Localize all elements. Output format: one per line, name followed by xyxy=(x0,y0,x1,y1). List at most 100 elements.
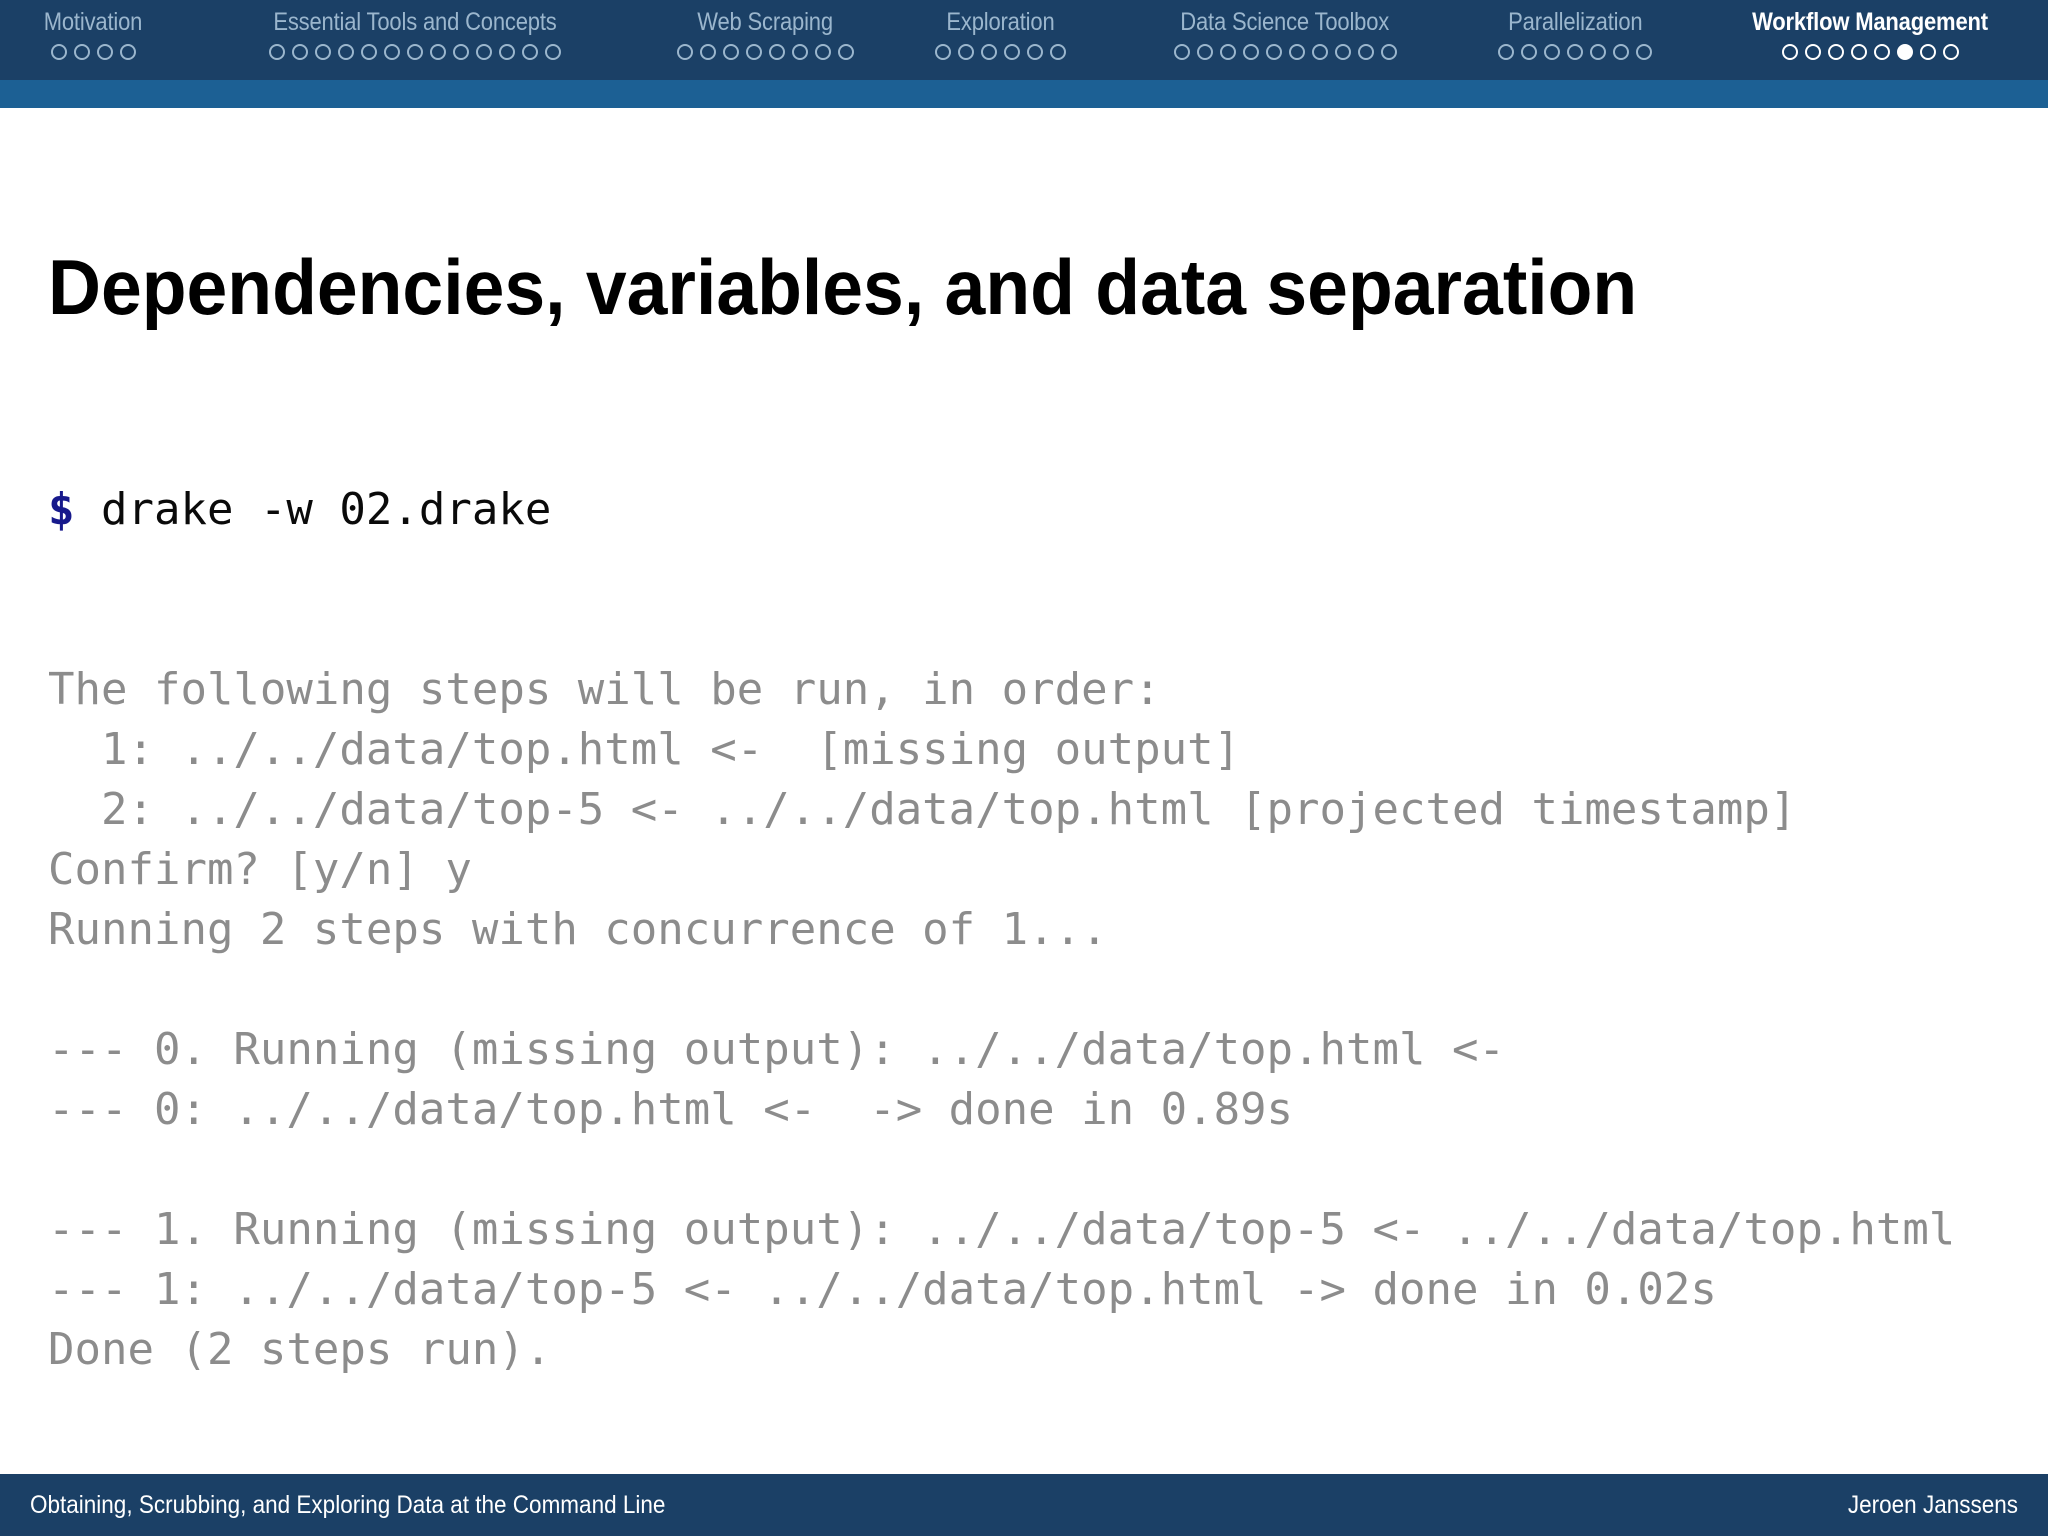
slide-dot-icon[interactable] xyxy=(1498,44,1514,60)
nav-section-label: Parallelization xyxy=(1507,8,1643,36)
slide-dot-icon[interactable] xyxy=(957,44,974,60)
slide-dot-icon[interactable] xyxy=(1521,44,1537,60)
nav-section-essential-tools-and-concepts[interactable]: Essential Tools and Concepts xyxy=(190,0,640,60)
slide-dot-icon[interactable] xyxy=(1613,44,1629,60)
slide-dot-icon[interactable] xyxy=(269,44,285,60)
nav-section-dots xyxy=(1781,44,1959,60)
slide-dot-icon[interactable] xyxy=(407,44,423,60)
slide-dot-icon[interactable] xyxy=(1242,44,1259,60)
slide-dot-icon[interactable] xyxy=(768,44,785,60)
terminal-output-line: The following steps will be run, in orde… xyxy=(48,664,1161,715)
footer-author: Jeroen Janssens xyxy=(1847,1490,2018,1519)
slide-dot-icon[interactable] xyxy=(453,44,469,60)
slide-dot-icon[interactable] xyxy=(1942,44,1959,60)
slide-dot-icon[interactable] xyxy=(545,44,561,60)
terminal-output-line: --- 1. Running (missing output): ../../d… xyxy=(48,1204,1956,1255)
slide-dot-icon[interactable] xyxy=(699,44,716,60)
slide-dot-icon[interactable] xyxy=(1590,44,1606,60)
slide-title: Dependencies, variables, and data separa… xyxy=(48,243,1638,332)
footer-book-title: Obtaining, Scrubbing, and Exploring Data… xyxy=(30,1490,666,1519)
nav-section-data-science-toolbox[interactable]: Data Science Toolbox xyxy=(1135,0,1435,60)
terminal-command-value: drake -w 02.drake xyxy=(101,484,552,535)
slide-dot-icon[interactable] xyxy=(1781,44,1798,60)
slide-dot-icon[interactable] xyxy=(1173,44,1190,60)
slide-dot-icon[interactable] xyxy=(676,44,693,60)
terminal-command-line: $ drake -w 02.drake xyxy=(48,480,2048,540)
slide-dot-icon[interactable] xyxy=(338,44,354,60)
slide-dot-icon[interactable] xyxy=(1026,44,1043,60)
terminal-command-text xyxy=(75,484,102,535)
slide-dot-icon[interactable] xyxy=(1334,44,1351,60)
slide-dot-current-icon[interactable] xyxy=(1896,44,1913,60)
slide-dot-icon[interactable] xyxy=(50,44,67,60)
slide-dot-icon[interactable] xyxy=(1196,44,1213,60)
nav-section-dots xyxy=(676,44,854,60)
terminal-output-line: --- 0: ../../data/top.html <- -> done in… xyxy=(48,1084,1294,1135)
nav-section-label: Workflow Management xyxy=(1752,8,1988,36)
slide-dot-icon[interactable] xyxy=(1380,44,1397,60)
slide-dot-icon[interactable] xyxy=(1804,44,1821,60)
slide-dot-icon[interactable] xyxy=(119,44,136,60)
terminal-output-line: Done (2 steps run). xyxy=(48,1324,552,1375)
slide-dot-icon[interactable] xyxy=(1827,44,1844,60)
slide-dot-icon[interactable] xyxy=(315,44,331,60)
nav-section-label: Motivation xyxy=(43,8,143,36)
slide-dot-icon[interactable] xyxy=(745,44,762,60)
nav-section-dots xyxy=(269,44,561,60)
slide-dot-icon[interactable] xyxy=(430,44,446,60)
slide-dot-icon[interactable] xyxy=(1288,44,1305,60)
slide-dot-icon[interactable] xyxy=(1357,44,1374,60)
nav-section-label: Exploration xyxy=(945,8,1055,36)
progress-navigation-bar: Motivation Essential Tools and Concepts We… xyxy=(0,0,2048,80)
nav-section-web-scraping[interactable]: Web Scraping xyxy=(660,0,870,60)
shell-prompt-symbol: $ xyxy=(48,484,75,535)
slide-dot-icon[interactable] xyxy=(1219,44,1236,60)
nav-section-parallelization[interactable]: Parallelization xyxy=(1465,0,1685,60)
slide-dot-icon[interactable] xyxy=(361,44,377,60)
terminal-output-line: --- 1: ../../data/top-5 <- ../../data/to… xyxy=(48,1264,1717,1315)
slide-dot-icon[interactable] xyxy=(791,44,808,60)
nav-accent-stripe xyxy=(0,80,2048,108)
slide-dot-icon[interactable] xyxy=(1873,44,1890,60)
slide-dot-icon[interactable] xyxy=(1544,44,1560,60)
nav-section-label: Essential Tools and Concepts xyxy=(273,8,557,36)
nav-section-label: Data Science Toolbox xyxy=(1180,8,1390,36)
slide-dot-icon[interactable] xyxy=(476,44,492,60)
terminal-blank-line xyxy=(48,960,2048,1020)
slide-dot-icon[interactable] xyxy=(1636,44,1652,60)
slide-dot-icon[interactable] xyxy=(384,44,400,60)
slide-dot-icon[interactable] xyxy=(1567,44,1583,60)
terminal-blank-line xyxy=(48,1140,2048,1200)
slide-dot-icon[interactable] xyxy=(73,44,90,60)
terminal-output-lines: The following steps will be run, in orde… xyxy=(48,660,2048,1380)
nav-section-exploration[interactable]: Exploration xyxy=(890,0,1110,60)
nav-section-dots xyxy=(1173,44,1397,60)
terminal-output-line: Running 2 steps with concurrence of 1... xyxy=(48,904,1108,955)
nav-section-workflow-management[interactable]: Workflow Management xyxy=(1710,0,2030,60)
slide-dot-icon[interactable] xyxy=(1265,44,1282,60)
terminal-output-line: 1: ../../data/top.html <- [missing outpu… xyxy=(48,724,1241,775)
slide-dot-icon[interactable] xyxy=(980,44,997,60)
slide-dot-icon[interactable] xyxy=(837,44,854,60)
slide-dot-icon[interactable] xyxy=(722,44,739,60)
slide-dot-icon[interactable] xyxy=(96,44,113,60)
slide-dot-icon[interactable] xyxy=(499,44,515,60)
nav-section-dots xyxy=(50,44,136,60)
slide-dot-icon[interactable] xyxy=(1311,44,1328,60)
slide-dot-icon[interactable] xyxy=(814,44,831,60)
slide-dot-icon[interactable] xyxy=(292,44,308,60)
slide-dot-icon[interactable] xyxy=(1003,44,1020,60)
slide-dot-icon[interactable] xyxy=(1850,44,1867,60)
slide-dot-icon[interactable] xyxy=(1919,44,1936,60)
slide-dot-icon[interactable] xyxy=(522,44,538,60)
terminal-output-block: $ drake -w 02.drake The following steps … xyxy=(48,360,2048,1440)
slide-dot-icon[interactable] xyxy=(1049,44,1066,60)
slide-footer: Obtaining, Scrubbing, and Exploring Data… xyxy=(0,1474,2048,1536)
terminal-output-line: Confirm? [y/n] y xyxy=(48,844,472,895)
nav-section-dots xyxy=(1498,44,1652,60)
terminal-output-line: 2: ../../data/top-5 <- ../../data/top.ht… xyxy=(48,784,1797,835)
nav-section-motivation[interactable]: Motivation xyxy=(18,0,168,60)
terminal-output-line: --- 0. Running (missing output): ../../d… xyxy=(48,1024,1532,1075)
nav-section-label: Web Scraping xyxy=(697,8,833,36)
slide-dot-icon[interactable] xyxy=(934,44,951,60)
